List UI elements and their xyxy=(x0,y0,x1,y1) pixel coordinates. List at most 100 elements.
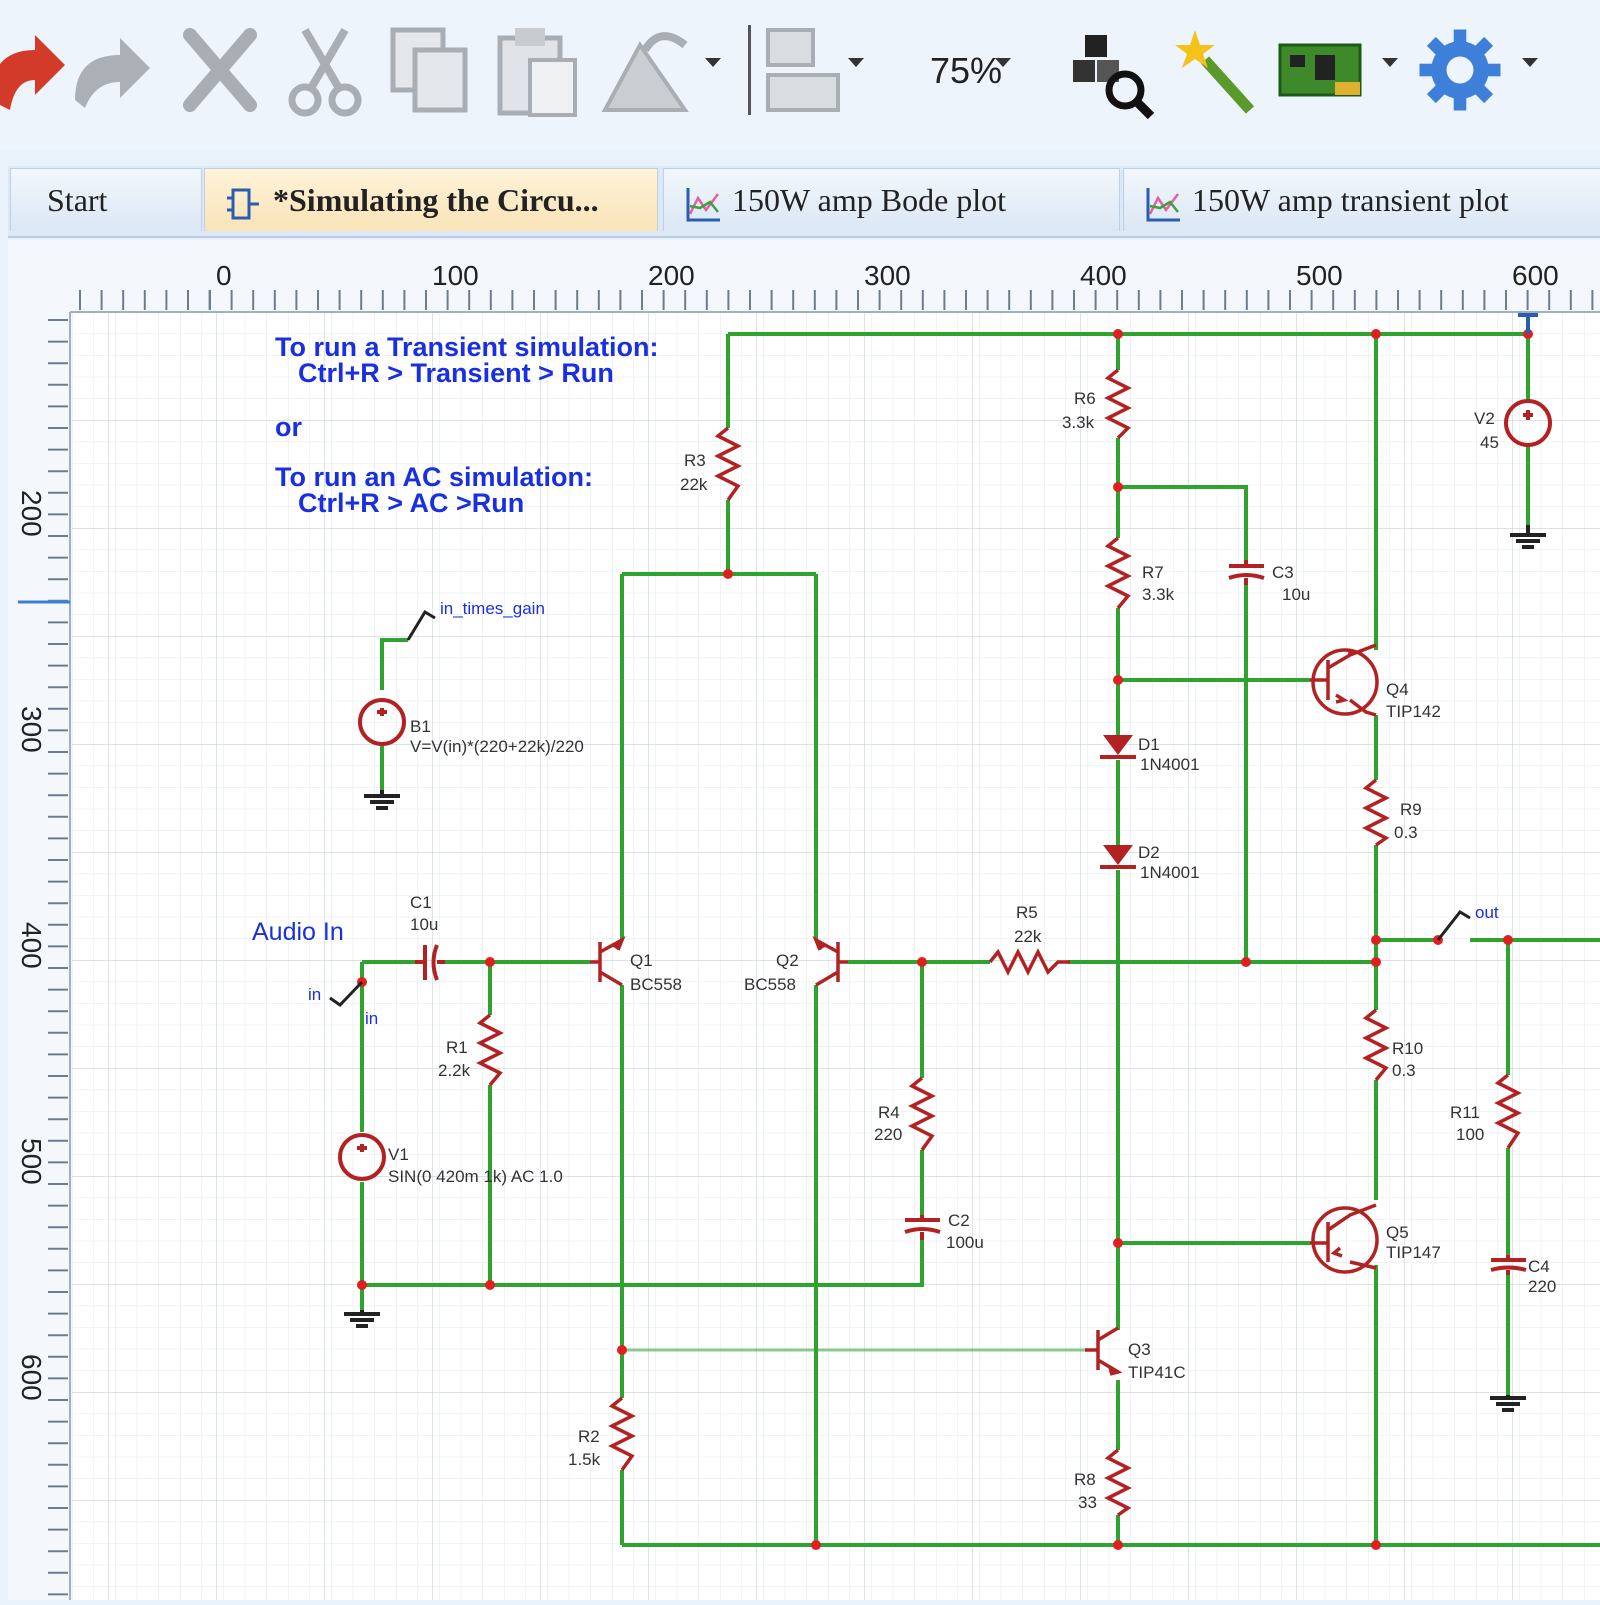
align-icon[interactable] xyxy=(760,20,850,120)
net-label: in xyxy=(365,1009,378,1028)
ruler-label: 100 xyxy=(432,260,479,291)
copy-icon[interactable] xyxy=(385,20,475,120)
resistor-r7[interactable] xyxy=(1104,536,1132,610)
tab-start[interactable]: Start xyxy=(10,168,202,231)
resistor-r2[interactable] xyxy=(608,1396,636,1472)
resistor-r9[interactable] xyxy=(1362,778,1390,847)
resistor-r10[interactable] xyxy=(1362,1008,1390,1082)
schematic-icon xyxy=(227,188,259,220)
net-flag-icon xyxy=(329,980,364,1007)
part-ref: Q1 xyxy=(630,951,653,970)
ruler-label: 600 xyxy=(16,1354,47,1401)
part-value: 10u xyxy=(1282,585,1310,604)
resistor-r11[interactable] xyxy=(1494,1073,1522,1149)
ruler-label: 200 xyxy=(16,490,47,537)
ruler-label: 300 xyxy=(16,706,47,753)
schematic-canvas[interactable]: 0 100 200 300 400 500 600 200 300 400 50… xyxy=(8,240,1600,1600)
erase-dropdown-icon[interactable] xyxy=(705,58,721,67)
toolbar-separator xyxy=(748,25,751,115)
cut-icon[interactable] xyxy=(280,20,370,120)
tab-transient-plot[interactable]: 150W amp transient plot xyxy=(1123,168,1600,231)
note-line: Ctrl+R > AC >Run xyxy=(298,488,524,518)
part-value: V=V(in)*(220+22k)/220 xyxy=(410,737,584,756)
component-search-icon[interactable] xyxy=(1065,20,1155,120)
document-tabs: Start *Simulating the Circu... 150W amp … xyxy=(8,166,1600,238)
instruction-note: To run a Transient simulation: Ctrl+R > … xyxy=(275,332,659,518)
part-ref: Q3 xyxy=(1128,1340,1151,1359)
voltage-source-v1[interactable] xyxy=(338,1133,386,1181)
left-ruler xyxy=(8,240,70,1600)
tab-simulating-circuit[interactable]: *Simulating the Circu... xyxy=(204,168,658,231)
plot-icon xyxy=(1146,187,1180,222)
part-ref: Q2 xyxy=(776,951,799,970)
behavioral-source-b1[interactable] xyxy=(358,698,406,746)
capacitor-c2[interactable] xyxy=(904,1215,941,1240)
wires[interactable] xyxy=(360,332,1600,1547)
tab-label: Start xyxy=(47,182,108,218)
part-ref: R8 xyxy=(1074,1470,1096,1489)
redo-icon[interactable] xyxy=(65,20,155,120)
note-line: or xyxy=(275,412,302,442)
ruler-label: 600 xyxy=(1512,260,1559,291)
settings-icon[interactable] xyxy=(1415,20,1505,120)
settings-dropdown-icon[interactable] xyxy=(1522,58,1538,67)
voltage-source-v2[interactable] xyxy=(1504,399,1552,447)
zoom-level[interactable]: 75% xyxy=(930,50,1003,91)
part-value: 220 xyxy=(874,1125,902,1144)
tab-bode-plot[interactable]: 150W amp Bode plot xyxy=(663,168,1120,231)
resistor-r3[interactable] xyxy=(714,426,742,502)
delete-icon[interactable] xyxy=(175,20,265,120)
resistor-r1[interactable] xyxy=(476,1013,504,1087)
resistor-r4[interactable] xyxy=(908,1076,936,1152)
part-ref: R6 xyxy=(1074,389,1096,408)
transistor-q5[interactable] xyxy=(1310,1203,1379,1274)
resistor-r6[interactable] xyxy=(1104,368,1132,440)
undo-icon[interactable] xyxy=(0,20,70,120)
pcb-icon[interactable] xyxy=(1275,20,1365,120)
capacitor-c4[interactable] xyxy=(1490,1255,1527,1275)
paste-icon[interactable] xyxy=(490,20,580,120)
ruler-label: 500 xyxy=(16,1138,47,1185)
resistor-r5[interactable] xyxy=(988,948,1070,976)
net-label: in xyxy=(308,985,321,1004)
part-value: BC558 xyxy=(744,975,796,994)
part-ref: R2 xyxy=(578,1427,600,1446)
transistor-q1[interactable] xyxy=(590,935,626,987)
part-ref: R5 xyxy=(1016,903,1038,922)
left-ruler-labels: 200 300 400 500 600 xyxy=(16,490,47,1401)
part-ref: C4 xyxy=(1528,1257,1550,1276)
ruler-label: 400 xyxy=(16,922,47,969)
part-value: 33 xyxy=(1078,1493,1097,1512)
transistor-q2[interactable] xyxy=(812,935,848,987)
transistor-q4[interactable] xyxy=(1310,643,1379,717)
part-ref: R1 xyxy=(446,1038,468,1057)
part-ref: B1 xyxy=(410,717,431,736)
part-value: 2.2k xyxy=(438,1061,471,1080)
wizard-icon[interactable] xyxy=(1170,20,1260,120)
tab-label: *Simulating the Circu... xyxy=(273,182,599,218)
capacitor-c1[interactable] xyxy=(415,944,445,981)
zoom-dropdown-icon[interactable] xyxy=(995,58,1011,67)
tab-label: 150W amp Bode plot xyxy=(732,182,1007,218)
capacitor-c3[interactable] xyxy=(1228,560,1265,585)
note-line: To run a Transient simulation: xyxy=(275,332,659,362)
erase-icon[interactable] xyxy=(600,20,690,120)
toolbar: 75% xyxy=(0,0,1600,150)
part-value: 10u xyxy=(410,915,438,934)
resistor-r8[interactable] xyxy=(1104,1448,1132,1517)
part-ref: R9 xyxy=(1400,800,1422,819)
part-ref: Q4 xyxy=(1386,680,1409,699)
pcb-dropdown-icon[interactable] xyxy=(1382,58,1398,67)
diode-d2[interactable] xyxy=(1100,845,1136,869)
part-value: TIP142 xyxy=(1386,702,1441,721)
net-label: out xyxy=(1475,903,1499,922)
part-value: 3.3k xyxy=(1142,585,1175,604)
transistor-q3[interactable] xyxy=(1085,1326,1123,1376)
ground-icon xyxy=(344,1310,380,1328)
part-ref: V1 xyxy=(388,1145,409,1164)
part-ref: R11 xyxy=(1450,1103,1480,1122)
part-ref: R7 xyxy=(1142,563,1164,582)
diode-d1[interactable] xyxy=(1100,735,1136,759)
align-dropdown-icon[interactable] xyxy=(848,58,864,67)
note-line: To run an AC simulation: xyxy=(275,462,593,492)
